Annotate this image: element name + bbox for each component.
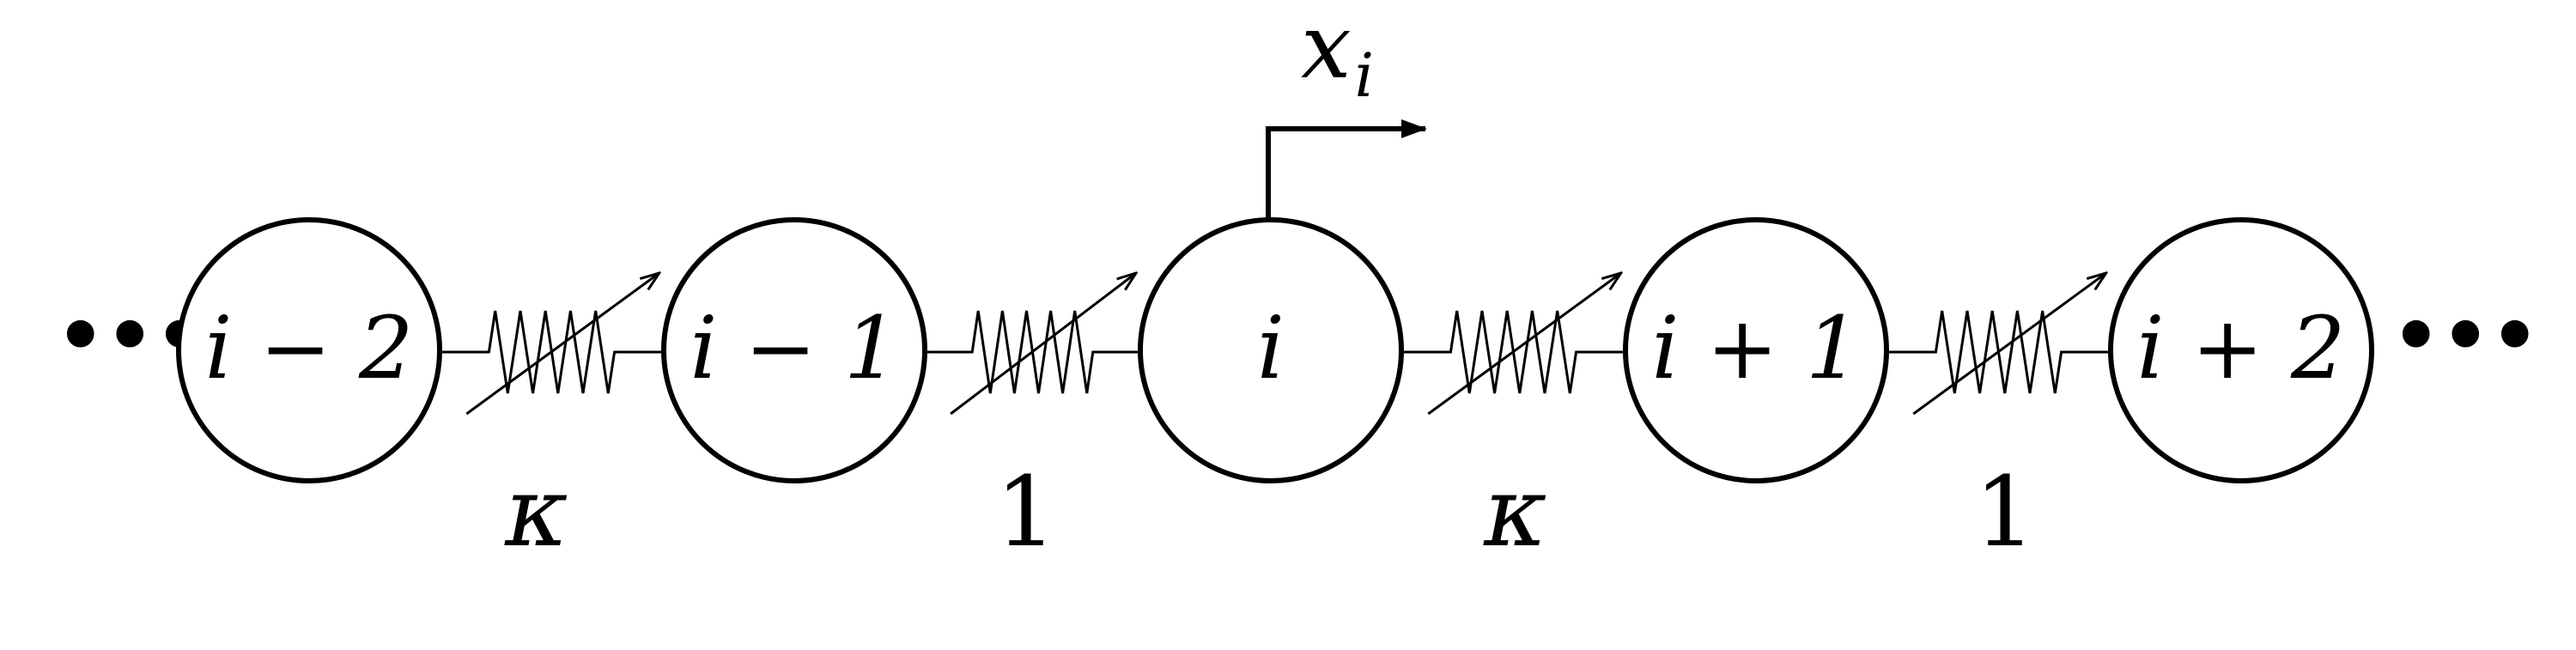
right-ellipsis: ••• (2391, 290, 2540, 381)
coupling-label-kappa-1: κ (504, 457, 568, 568)
node-label: i − 1 (690, 298, 899, 398)
coupling-label-one-2: 1 (1974, 457, 2035, 568)
node-i-plus-1: i + 1 (1623, 217, 1889, 483)
node-i-minus-1: i − 1 (661, 217, 927, 483)
tunable-arrow-4 (1912, 273, 2106, 416)
node-i: i (1138, 217, 1404, 483)
node-i-plus-2: i + 2 (2108, 217, 2374, 483)
springs (440, 273, 2111, 416)
coupling-label-one-1: 1 (995, 457, 1056, 568)
displacement-label: xi (1301, 0, 1374, 111)
node-label: i − 2 (205, 298, 414, 398)
node-i-minus-2: i − 2 (176, 217, 442, 483)
node-label: i (1257, 298, 1285, 398)
tunable-arrow-1 (465, 273, 659, 416)
node-label: i + 2 (2137, 298, 2346, 398)
displacement-subscript: i (1355, 40, 1374, 111)
tunable-arrow-2 (950, 273, 1136, 416)
displacement-arrow (1266, 119, 1427, 219)
coupling-label-kappa-2: κ (1483, 457, 1546, 568)
tunable-arrow-3 (1427, 273, 1621, 416)
node-label: i + 1 (1652, 298, 1861, 398)
